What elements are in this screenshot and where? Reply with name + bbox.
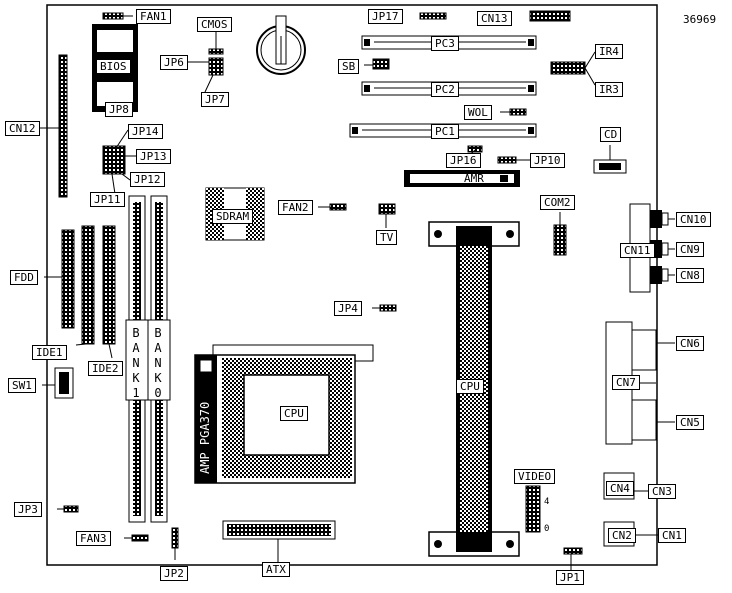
fdd-header [61,229,75,329]
ir-header [550,61,586,75]
cn13-header [529,10,571,22]
pc2-label: PC2 [431,82,459,97]
ide1-header [81,225,95,345]
video-pin-bottom-label: 0 [544,524,550,534]
ide2-header [102,225,116,345]
jp13-label: JP13 [136,149,171,164]
bios-label: BIOS [96,59,131,74]
video-header [525,485,541,533]
jp4-header [379,304,397,312]
cn5-label: CN5 [676,415,704,430]
jp17-label: JP17 [368,9,403,24]
tv-header [378,203,396,215]
jp7-jumper [208,57,224,76]
jp10-header [497,156,517,164]
sdram-label: SDRAM [212,209,254,224]
cn9-label: CN9 [676,242,704,257]
fan1-label: FAN1 [136,9,171,24]
sb-header [372,58,390,70]
fdd-label: FDD [10,270,38,285]
cn8-label: CN8 [676,268,704,283]
jp16-label: JP16 [446,153,481,168]
jp10-label: JP10 [530,153,565,168]
cn11-label: CN11 [620,243,655,258]
jp7-label: JP7 [201,92,229,107]
com2-label: COM2 [540,195,575,210]
jp12-label: JP12 [130,172,165,187]
cn13-label: CN13 [477,11,512,26]
diagram-id: 36969 [683,13,717,26]
jp3-header [63,505,79,513]
video-label: VIDEO [514,469,556,484]
ide1-label: IDE1 [32,345,67,360]
jp2-header [171,527,179,549]
cn12-label: CN12 [5,121,40,136]
cmos-label: CMOS [197,17,232,32]
cpu-socket-label: CPU [280,406,308,421]
sb-label: SB [338,59,360,74]
atx-label: ATX [262,562,290,577]
jp1-header [563,547,583,555]
jp6-label: JP6 [160,55,188,70]
com2-header [553,224,567,256]
cn10-label: CN10 [676,212,711,227]
cn4-label: CN4 [606,481,634,496]
amr-label: AMR [464,172,484,185]
sw1-label: SW1 [8,378,36,393]
cn3-label: CN3 [648,484,676,499]
cn7-label: CN7 [612,375,640,390]
jp4-label: JP4 [334,301,362,316]
dimm-bank1-slot [125,195,149,523]
tv-label: TV [376,230,398,245]
socket-name-label: AMP PGA370 [198,401,212,474]
pc3-label: PC3 [431,36,459,51]
jp16-header [467,145,483,153]
wol-label: WOL [464,105,492,120]
rear-serial-ports [605,321,657,445]
cd-label: CD [600,127,622,142]
jp1-label: JP1 [556,570,584,585]
fan3-header [131,534,149,542]
cn12-header [58,54,68,198]
jp11-label: JP11 [90,192,125,207]
cn1-label: CN1 [658,528,686,543]
jp17-header [419,12,447,20]
dimm-bank0-slot [147,195,171,523]
ir3-label: IR3 [595,82,623,97]
bank1-label: BANK1 [129,326,143,401]
video-pin-top-label: 4 [544,497,550,507]
jp2-label: JP2 [160,566,188,581]
jp6-jumper [208,48,224,55]
bank0-label: BANK0 [151,326,165,401]
fan2-header [329,203,347,211]
board-outline [46,4,658,566]
fan3-label: FAN3 [76,531,111,546]
wol-header [509,108,527,116]
jp14-label: JP14 [128,124,163,139]
ir4-label: IR4 [595,44,623,59]
pc1-label: PC1 [431,124,459,139]
ide2-label: IDE2 [88,361,123,376]
jp11-14-block [102,145,126,175]
cn2-label: CN2 [608,528,636,543]
jp8-label: JP8 [105,102,133,117]
cn6-label: CN6 [676,336,704,351]
fan1-header [102,12,124,20]
jp3-label: JP3 [14,502,42,517]
fan2-label: FAN2 [278,200,313,215]
cpu-slot-label: CPU [456,379,484,394]
